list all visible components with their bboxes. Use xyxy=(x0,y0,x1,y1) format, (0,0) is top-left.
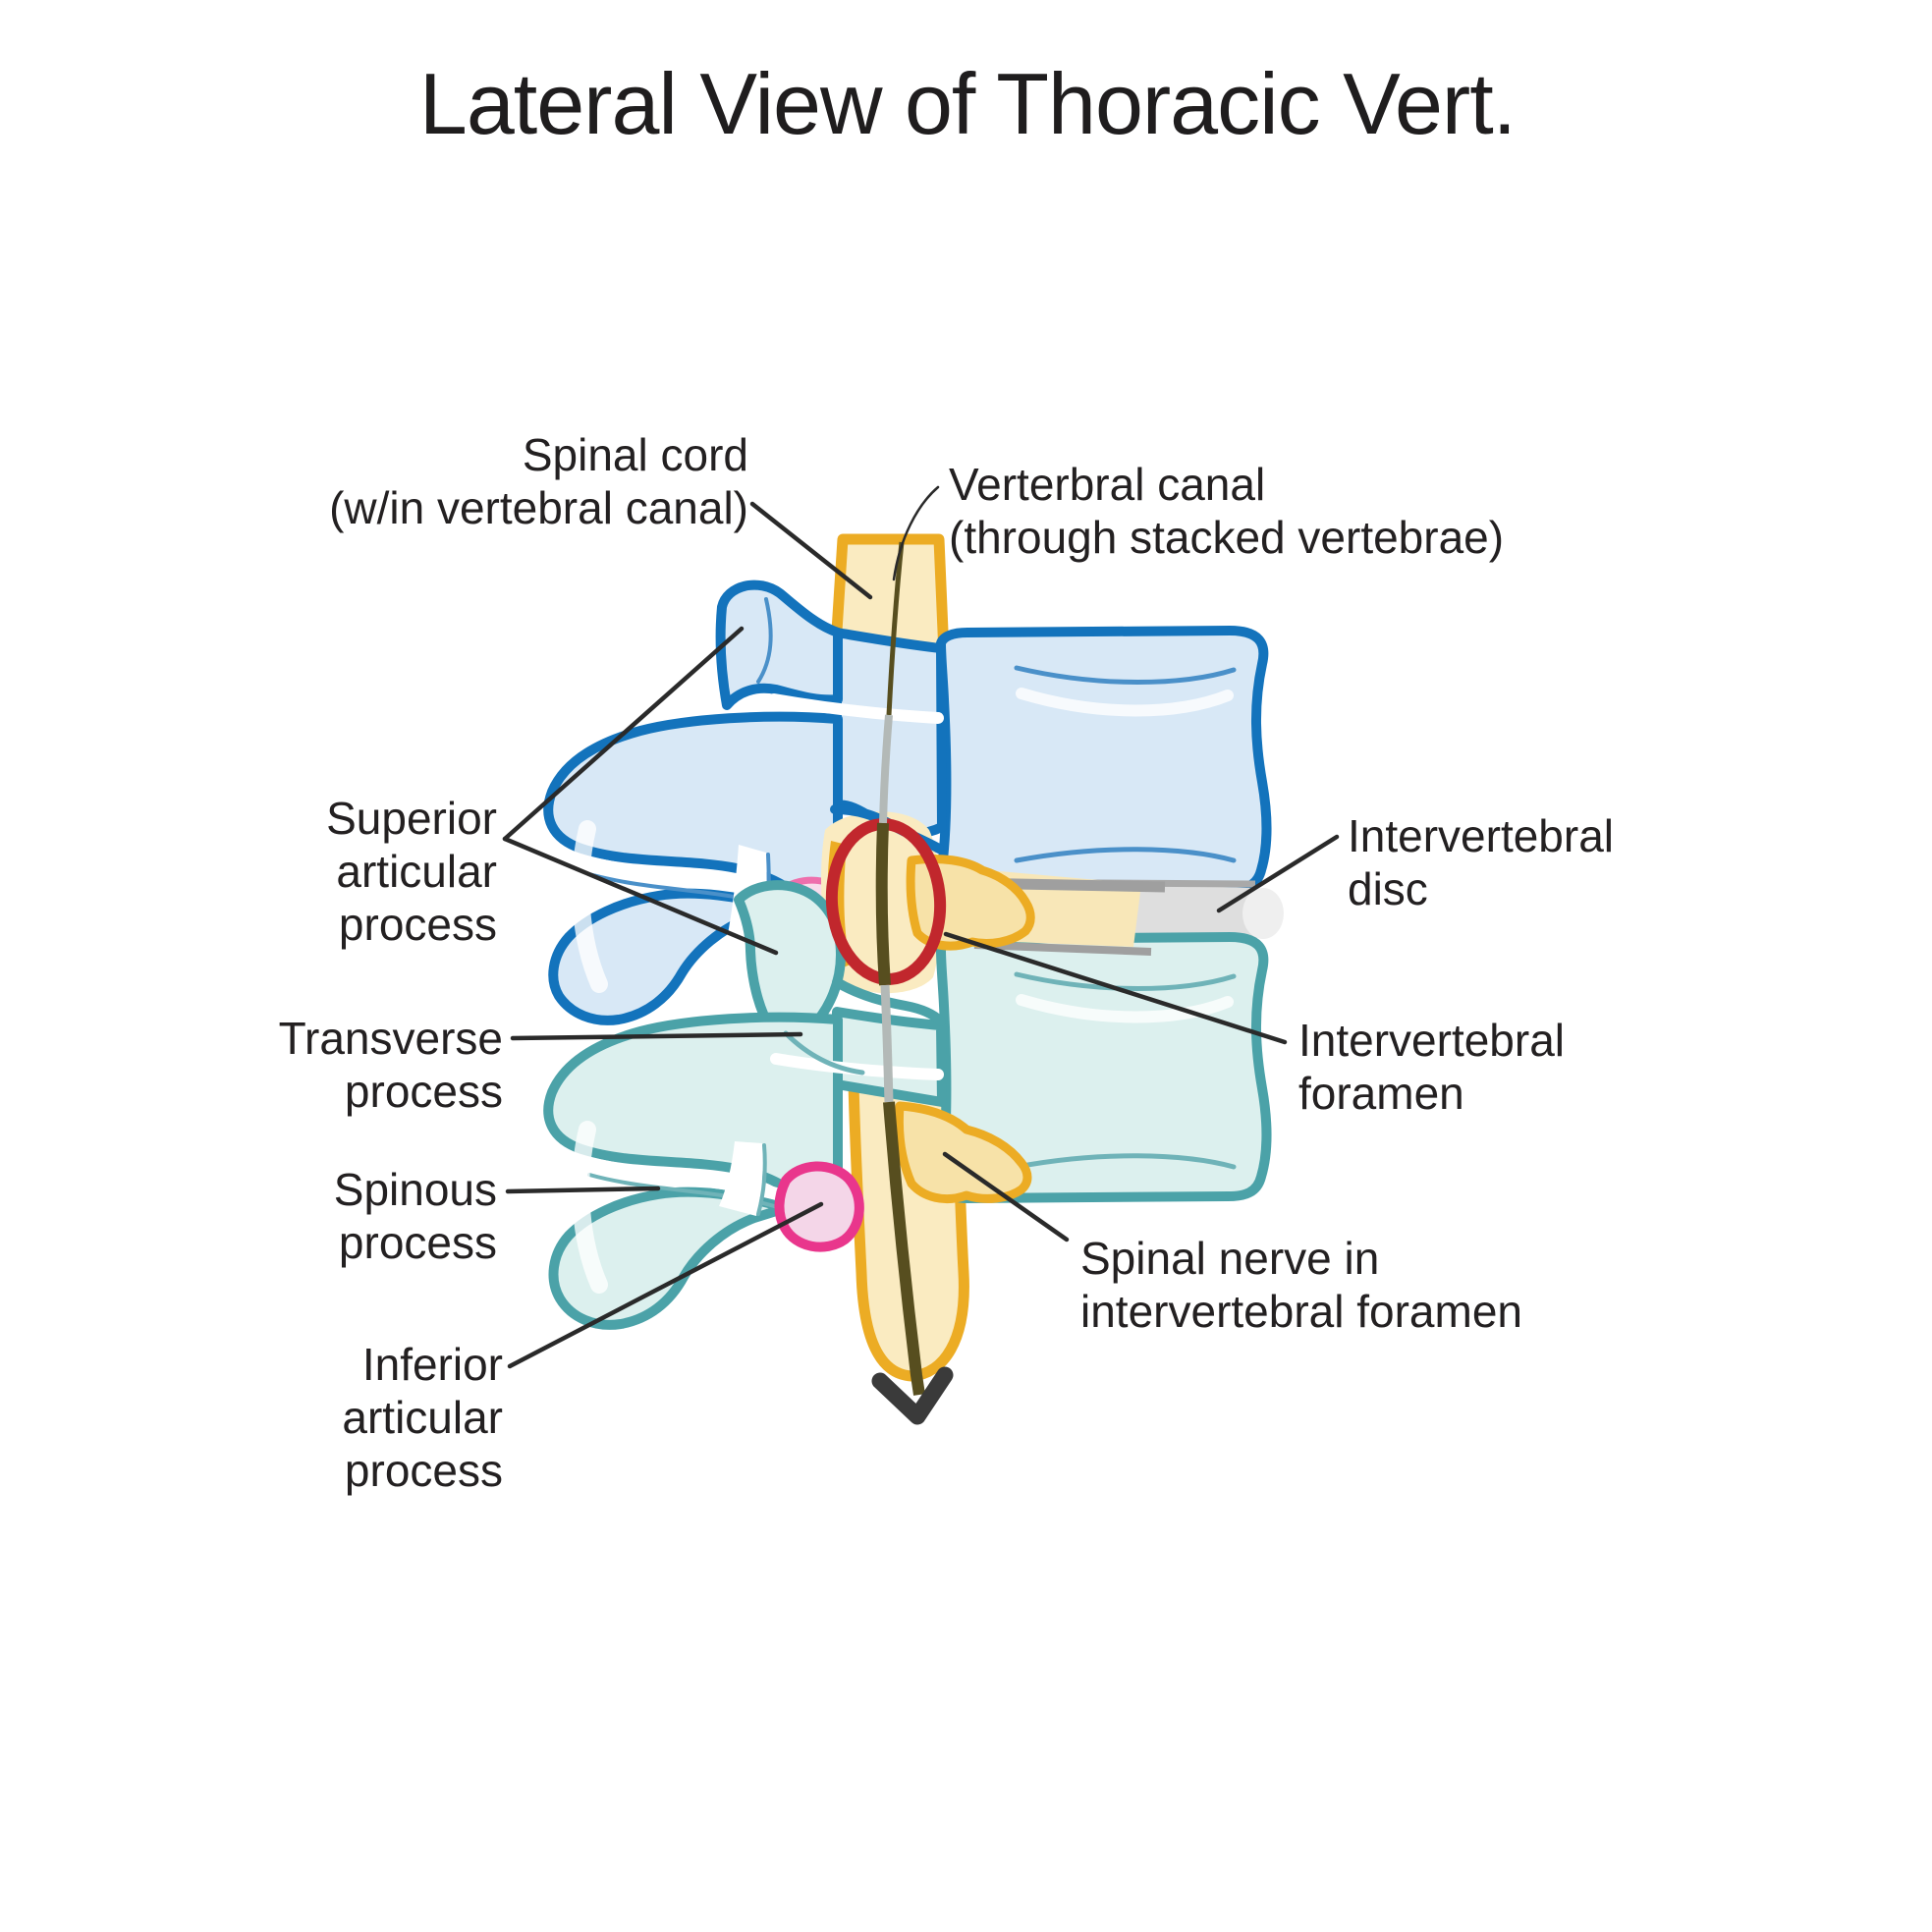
label-spinal-cord-line1: Spinal cord xyxy=(523,429,748,480)
leader-spinal-nerve xyxy=(942,1151,1070,1242)
lower-vertebra xyxy=(543,880,1272,1330)
label-spinous-process: Spinous process xyxy=(334,1164,497,1268)
upper-body-line-bottom xyxy=(1014,847,1237,863)
upper-canal-gap xyxy=(768,693,944,724)
lower-body-line-top xyxy=(1014,971,1237,991)
upper-body-gloss xyxy=(1016,688,1234,717)
label-foramen-line2: foramen xyxy=(1298,1068,1464,1119)
spinal-cord xyxy=(871,541,954,1425)
lower-body-gloss xyxy=(1016,994,1234,1023)
cord-segment-foramen xyxy=(875,822,891,986)
label-vertebral-canal-line2: (through stacked vertebrae) xyxy=(949,512,1504,563)
label-spinal-nerve-line1: Spinal nerve in xyxy=(1080,1233,1379,1284)
upper-lobe-line xyxy=(756,597,773,684)
label-foramen-line1: Intervertebral xyxy=(1298,1015,1565,1066)
label-transverse-line2: process xyxy=(345,1066,503,1117)
label-vertebral-canal: Verterbral canal (through stacked verteb… xyxy=(949,459,1504,563)
label-spinal-nerve: Spinal nerve in intervertebral foramen xyxy=(1080,1233,1522,1337)
label-spinal-nerve-line2: intervertebral foramen xyxy=(1080,1286,1522,1337)
label-intervertebral-foramen: Intervertebral foramen xyxy=(1298,1015,1565,1119)
lower-gloss xyxy=(572,1121,608,1294)
label-superior-articular-process: Superior articular process xyxy=(326,793,497,950)
upper-vertebra-body xyxy=(936,626,1272,897)
leader-superior-articular-2 xyxy=(502,836,779,956)
label-spinous-line2: process xyxy=(339,1217,497,1268)
label-superior-articular-line3: process xyxy=(339,899,497,950)
label-superior-articular-line1: Superior xyxy=(326,793,497,844)
label-disc-line1: Intervertebral xyxy=(1348,810,1614,861)
lower-notch xyxy=(719,1141,763,1216)
foramen-bottom-teal-arc xyxy=(832,977,946,1026)
leader-spinal-cord xyxy=(749,501,873,600)
lower-canal-gap xyxy=(770,1053,944,1080)
cord-segment-gray-2 xyxy=(880,984,894,1103)
lower-hook-line xyxy=(783,1030,865,1076)
label-inferior-articular-line3: process xyxy=(345,1445,503,1496)
spinal-nerves xyxy=(894,854,1166,1204)
label-intervertebral-disc: Intervertebral disc xyxy=(1348,810,1614,914)
upper-body-line-top xyxy=(1014,665,1237,685)
disc-shadow-lower xyxy=(973,941,1152,956)
label-inferior-articular-process: Inferior articular process xyxy=(342,1339,503,1496)
leader-transverse-process xyxy=(510,1031,803,1041)
label-inferior-articular-line2: articular xyxy=(342,1392,503,1443)
label-disc-line2: disc xyxy=(1348,863,1428,914)
leader-lines xyxy=(502,485,1340,1369)
label-spinal-cord-line2: (w/in vertebral canal) xyxy=(329,482,748,533)
label-spinal-cord: Spinal cord (w/in vertebral canal) xyxy=(329,429,748,533)
label-transverse-line1: Transverse xyxy=(279,1013,503,1064)
cord-segment-top xyxy=(886,541,905,716)
superior-articular-process-upper xyxy=(715,580,843,710)
upper-vertebra xyxy=(543,580,1272,1025)
lower-body-line-bottom xyxy=(1014,1153,1237,1170)
cord-segment-gray-1 xyxy=(879,714,893,824)
text-labels: Spinal cord (w/in vertebral canal) Verte… xyxy=(279,429,1614,1496)
spinous-process-upper xyxy=(548,888,791,1025)
cord-segment-bottom xyxy=(883,1101,925,1396)
lower-notch-edge xyxy=(756,1143,767,1216)
leader-spinous-process xyxy=(505,1186,661,1194)
label-superior-articular-line2: articular xyxy=(336,846,497,897)
label-vertebral-canal-line1: Verterbral canal xyxy=(949,459,1265,510)
anatomy-figure xyxy=(543,533,1284,1425)
leader-intervertebral-disc xyxy=(1216,834,1340,913)
disc-right-cap xyxy=(1242,888,1284,939)
leader-vertebral-canal xyxy=(892,485,940,581)
label-inferior-articular-line1: Inferior xyxy=(362,1339,503,1390)
leader-inferior-articular xyxy=(507,1201,824,1369)
leader-intervertebral-foramen xyxy=(943,931,1288,1045)
spinal-nerve-lower xyxy=(894,1101,1032,1204)
label-spinous-line1: Spinous xyxy=(334,1164,497,1215)
label-transverse-process: Transverse process xyxy=(279,1013,503,1117)
leader-superior-articular-1 xyxy=(502,626,745,842)
upper-gloss xyxy=(572,820,608,993)
cord-arrowhead-icon xyxy=(871,1366,954,1425)
page-title: Lateral View of Thoracic Vert. xyxy=(419,55,1516,152)
